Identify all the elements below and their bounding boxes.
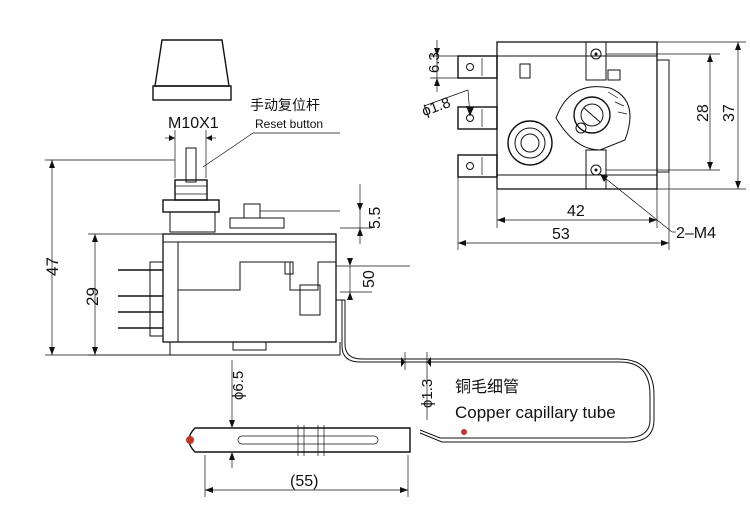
- capillary-label-cn: 铜毛细管: [455, 378, 519, 396]
- reset-label-cn: 手动复位杆: [250, 97, 320, 113]
- dim-terminal-width: 6.3: [426, 52, 443, 73]
- mount-hole-label: 2–M4: [676, 225, 716, 242]
- dim-bulb-dia: ϕ6.5: [230, 371, 247, 400]
- dim-side-offset: 50: [361, 270, 378, 288]
- dim-hole-pitch: 28: [695, 104, 712, 122]
- dim-capillary-dia: ϕ1.3: [419, 379, 436, 408]
- thermostat-body: [162, 233, 337, 343]
- dim-total-height: 47: [43, 257, 62, 276]
- knob: [154, 39, 230, 87]
- dim-body-width: 53: [552, 226, 570, 243]
- thread-label: M10X1: [168, 115, 219, 132]
- dim-body-height: 29: [83, 287, 102, 306]
- dim-hole-spacing: 42: [567, 203, 585, 220]
- capillary-label-en: Copper capillary tube: [455, 403, 616, 422]
- dim-stem-height: 5.5: [367, 207, 384, 229]
- reset-label-en: Reset button: [255, 117, 323, 131]
- side-view: M10X1 手动复位杆 Reset button: [43, 39, 655, 497]
- sensor-bulb: [188, 427, 411, 453]
- dim-bulb-length: (55): [290, 473, 318, 490]
- top-view: 6.3 ϕ1.8 28 37 42 53: [419, 40, 746, 250]
- dim-terminal-hole: ϕ1.8: [419, 94, 452, 120]
- knob-base: [152, 85, 232, 101]
- dim-overall-height: 37: [721, 104, 738, 122]
